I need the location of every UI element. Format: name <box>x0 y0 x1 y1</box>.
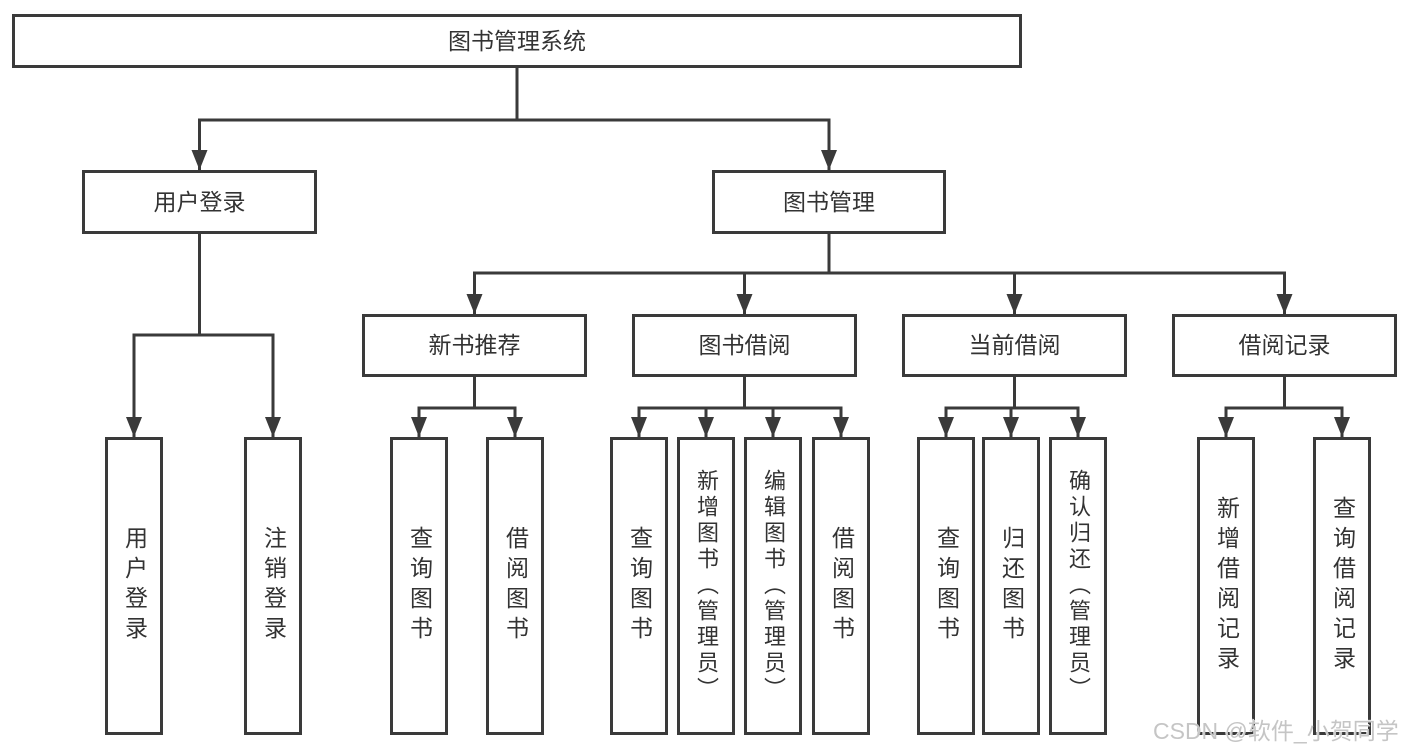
node-label: 图书管理 <box>783 188 875 215</box>
node-label: 查询借阅记录 <box>1329 496 1356 676</box>
node-book-borrow: 图书借阅 <box>632 314 857 377</box>
node-label: 新书推荐 <box>428 332 521 358</box>
leaf-query-books-current: 查询图书 <box>917 437 975 735</box>
leaf-query-books-borrow: 查询图书 <box>610 437 668 735</box>
leaf-confirm-return-admin: 确认归还（管理员） <box>1049 437 1107 735</box>
connector-current-borrow-children <box>938 375 1086 439</box>
node-label: 图书借阅 <box>698 332 791 358</box>
leaf-logout: 注销登录 <box>244 437 302 735</box>
node-borrow-record: 借阅记录 <box>1172 314 1397 377</box>
node-label: 新增图书（管理员） <box>694 469 719 703</box>
node-label: 用户登录 <box>121 526 148 646</box>
node-label: 用户登录 <box>153 188 246 215</box>
leaf-return-books: 归还图书 <box>982 437 1040 735</box>
node-new-book-rec: 新书推荐 <box>362 314 587 377</box>
connector-user-login-children <box>126 232 281 439</box>
node-label: 归还图书 <box>998 526 1025 646</box>
leaf-user-login: 用户登录 <box>105 437 163 735</box>
node-current-borrow: 当前借阅 <box>902 314 1127 377</box>
node-label: 借阅记录 <box>1238 332 1331 358</box>
node-label: 借阅图书 <box>502 526 529 646</box>
leaf-borrow-books-rec: 借阅图书 <box>486 437 544 735</box>
leaf-add-books-admin: 新增图书（管理员） <box>677 437 735 735</box>
connector-book-borrow-children <box>631 375 849 439</box>
node-label: 图书管理系统 <box>448 27 586 54</box>
node-label: 借阅图书 <box>828 526 855 646</box>
node-label: 查询图书 <box>626 526 653 646</box>
node-label: 注销登录 <box>260 526 287 646</box>
connector-new-book-rec-children <box>411 375 523 439</box>
node-library-system: 图书管理系统 <box>12 14 1022 68</box>
leaf-borrow-books: 借阅图书 <box>812 437 870 735</box>
node-label: 当前借阅 <box>968 332 1061 358</box>
leaf-query-books-rec: 查询图书 <box>390 437 448 735</box>
leaf-edit-books-admin: 编辑图书（管理员） <box>744 437 802 735</box>
node-user-login: 用户登录 <box>82 170 317 234</box>
node-label: 新增借阅记录 <box>1213 496 1240 676</box>
connector-borrow-record-children <box>1218 375 1350 439</box>
node-label: 查询图书 <box>406 526 433 646</box>
leaf-query-borrow-record: 查询借阅记录 <box>1313 437 1371 735</box>
node-label: 查询图书 <box>933 526 960 646</box>
watermark: CSDN @软件_小贺同学 <box>1153 718 1399 744</box>
node-label: 确认归还（管理员） <box>1066 469 1091 703</box>
node-book-mgmt: 图书管理 <box>712 170 946 234</box>
leaf-add-borrow-record: 新增借阅记录 <box>1197 437 1255 735</box>
connector-book-mgmt-children <box>466 232 1293 316</box>
connector-root-to-level2 <box>191 66 837 172</box>
node-label: 编辑图书（管理员） <box>761 469 786 703</box>
